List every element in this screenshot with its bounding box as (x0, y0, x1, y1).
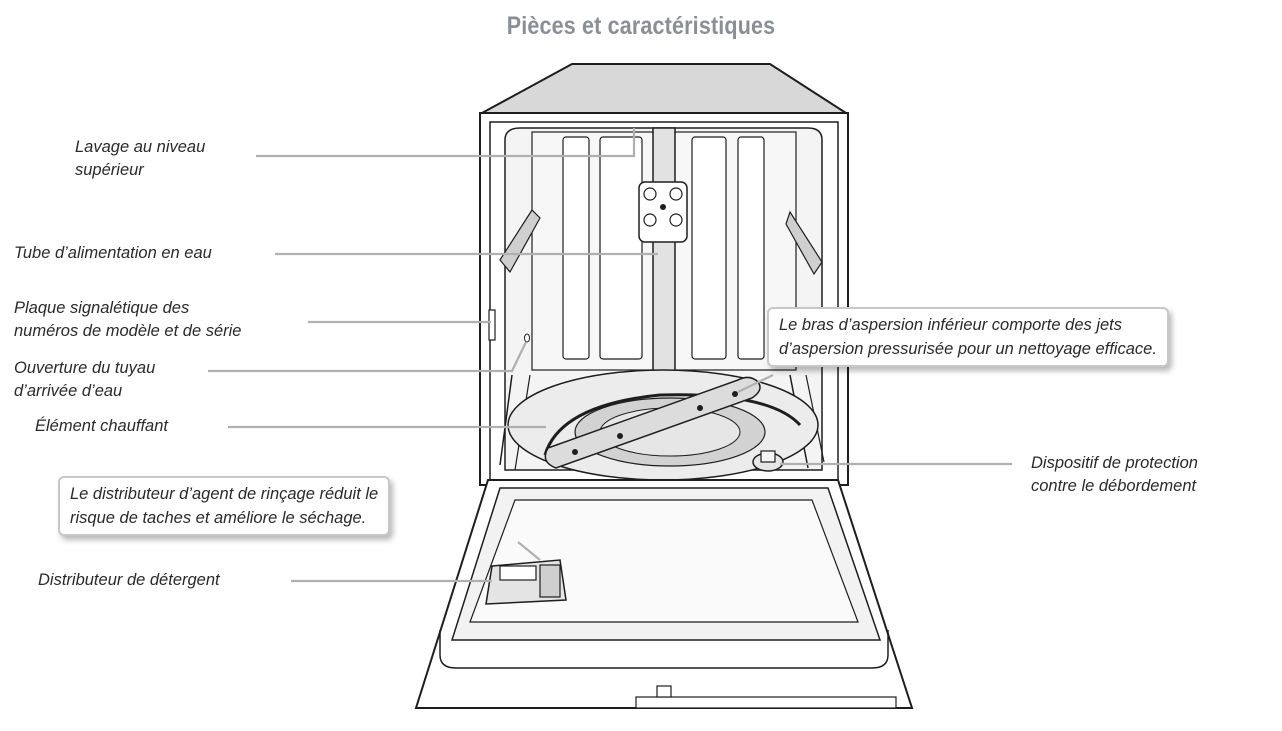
label-overfill-protector: Dispositif de protection contre le débor… (1031, 452, 1198, 498)
label-overfill-protector-line-1: Dispositif de protection (1031, 454, 1198, 472)
label-inlet-opening-line-2: d’arrivée d’eau (14, 382, 123, 400)
label-inlet-opening: Ouverture du tuyau d’arrivée d’eau (14, 357, 155, 403)
label-rating-plate-line-2: numéros de modèle et de série (14, 322, 242, 340)
label-inlet-opening-line-1: Ouverture du tuyau (14, 359, 156, 377)
label-rating-plate: Plaque signalétique des numéros de modèl… (14, 297, 241, 343)
label-rating-plate-line-1: Plaque signalétique des (14, 299, 190, 317)
label-water-tube: Tube d’alimentation en eau (14, 242, 212, 265)
leader-rinse-aid (517, 541, 541, 561)
inlet-opening (524, 333, 530, 343)
label-upper-wash-line-2: supérieur (75, 161, 144, 179)
heating-element (543, 393, 802, 456)
right-rack-rail (785, 210, 823, 276)
lower-spray-arm (544, 376, 761, 469)
callout-spray-arm-line-1: Le bras d’aspersion inférieur comporte d… (779, 316, 1123, 334)
callout-spray-arm: Le bras d’aspersion inférieur comporte d… (767, 307, 1169, 367)
callout-rinse-aid: Le distributeur d’agent de rinçage rédui… (58, 476, 391, 536)
leader-spray-arm (737, 374, 774, 393)
leader-inlet (208, 341, 527, 373)
label-detergent-dispenser: Distributeur de détergent (38, 569, 220, 592)
callout-rinse-aid-line-1: Le distributeur d’agent de rinçage rédui… (70, 485, 379, 503)
top-panel (481, 63, 850, 114)
label-detergent-dispenser-line-1: Distributeur de détergent (38, 571, 220, 589)
label-heating-element: Élément chauffant (35, 415, 168, 438)
door-handle-slot (635, 696, 897, 709)
label-upper-wash: Lavage au niveau supérieur (75, 136, 205, 182)
page-title: Pièces et caractéristiques (506, 12, 776, 40)
rating-plate (488, 309, 496, 341)
label-upper-wash-line-1: Lavage au niveau (75, 138, 206, 156)
leader-lines (208, 128, 1012, 583)
label-heating-element-line-1: Élément chauffant (35, 417, 168, 435)
leader-upper-wash (256, 128, 636, 158)
label-water-tube-line-1: Tube d’alimentation en eau (14, 244, 212, 262)
callout-rinse-aid-line-2: risque de taches et améliore le séchage. (70, 509, 367, 527)
callout-spray-arm-line-2: d’aspersion pressurisée pour un nettoyag… (779, 340, 1157, 358)
left-rack-rail (499, 209, 541, 274)
label-overfill-protector-line-2: contre le débordement (1031, 477, 1197, 495)
